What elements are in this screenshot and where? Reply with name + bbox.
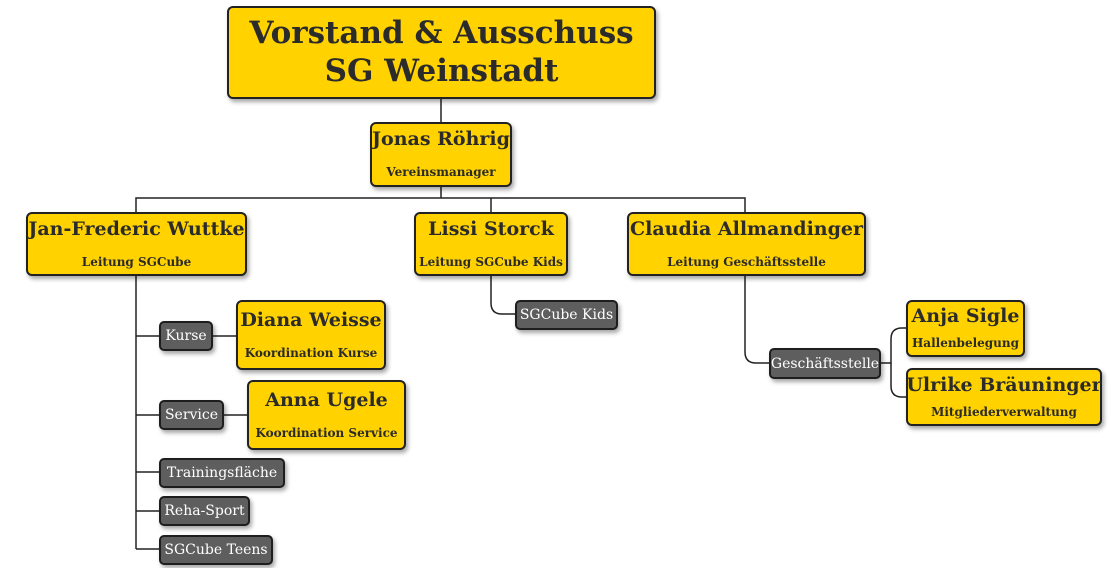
- lead-box-kids: Lissi Storck Leitung SGCube Kids: [414, 212, 568, 276]
- manager-box: Jonas Röhrig Vereinsmanager: [370, 122, 512, 187]
- person-name: Claudia Allmandinger: [629, 217, 863, 240]
- person-role: Koordination Service: [255, 425, 398, 440]
- unit-geschaeftsstelle: Geschäftsstelle: [769, 348, 881, 379]
- person-name: Anna Ugele: [265, 388, 388, 411]
- person-name: Jan-Frederic Wuttke: [28, 217, 245, 240]
- person-role: Leitung SGCube Kids: [419, 254, 563, 269]
- person-role: Koordination Kurse: [244, 345, 378, 360]
- person-name: Anja Sigle: [911, 305, 1020, 328]
- coordinator-box-kurse: Diana Weisse Koordination Kurse: [236, 300, 386, 370]
- person-name: Lissi Storck: [428, 217, 554, 240]
- title-line-2: SG Weinstadt: [324, 52, 559, 89]
- person-role: Leitung Geschäftsstelle: [667, 254, 826, 269]
- person-name: Ulrike Bräuninger: [906, 373, 1102, 396]
- person-role: Vereinsmanager: [386, 165, 496, 180]
- unit-trainingsflaeche: Trainingsfläche: [159, 458, 285, 488]
- person-role: Hallenbelegung: [911, 336, 1020, 351]
- person-role: Leitung SGCube: [81, 254, 192, 269]
- person-name: Jonas Röhrig: [372, 128, 510, 151]
- unit-sgcube-kids: SGCube Kids: [515, 300, 618, 330]
- lead-box-office: Claudia Allmandinger Leitung Geschäftsst…: [627, 212, 866, 276]
- coordinator-box-service: Anna Ugele Koordination Service: [247, 380, 406, 450]
- staff-box-hallenbelegung: Anja Sigle Hallenbelegung: [906, 300, 1025, 357]
- org-title-box: Vorstand & Ausschuss SG Weinstadt: [227, 6, 656, 99]
- person-name: Diana Weisse: [240, 308, 382, 331]
- lead-box-sgcube: Jan-Frederic Wuttke Leitung SGCube: [26, 212, 247, 276]
- unit-kurse: Kurse: [159, 321, 213, 351]
- title-line-1: Vorstand & Ausschuss: [249, 15, 634, 52]
- unit-service: Service: [159, 400, 224, 430]
- person-role: Mitgliederverwaltung: [931, 404, 1077, 419]
- staff-box-mitgliederverwaltung: Ulrike Bräuninger Mitgliederverwaltung: [906, 368, 1102, 426]
- unit-sgcube-teens: SGCube Teens: [159, 535, 273, 565]
- unit-reha-sport: Reha-Sport: [159, 496, 250, 526]
